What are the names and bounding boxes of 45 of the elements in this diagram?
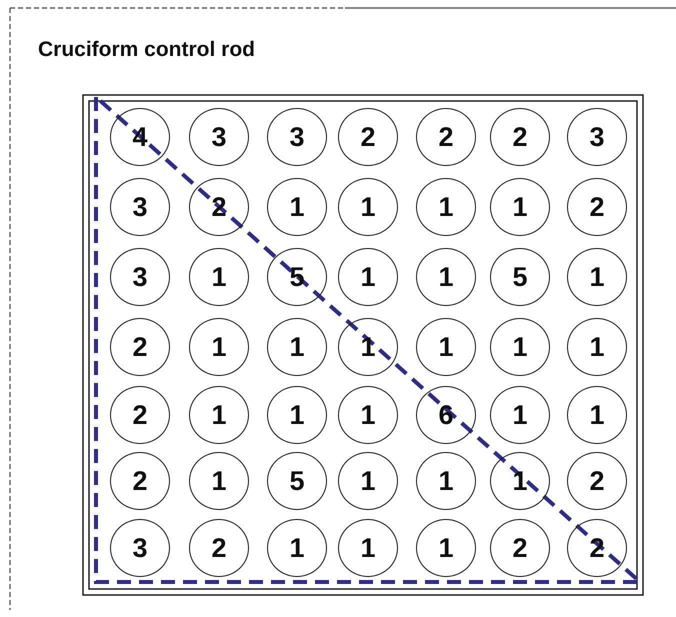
fuel-rod-circle: 2 xyxy=(567,178,627,236)
fuel-rod-circle: 1 xyxy=(267,386,327,444)
fuel-rod-circle: 2 xyxy=(110,452,170,510)
fuel-rod-circle: 1 xyxy=(189,248,249,306)
fuel-rod-circle: 1 xyxy=(490,318,550,376)
fuel-rod-circle: 1 xyxy=(490,386,550,444)
fuel-rod-circle: 1 xyxy=(567,248,627,306)
fuel-rod-circle: 1 xyxy=(267,178,327,236)
fuel-rod-circle: 1 xyxy=(567,318,627,376)
fuel-rod-circle: 1 xyxy=(490,452,550,510)
fuel-rod-circle: 1 xyxy=(416,248,476,306)
fuel-rod-circle: 1 xyxy=(338,519,398,577)
fuel-rod-circle: 2 xyxy=(490,519,550,577)
fuel-rod-circle: 1 xyxy=(416,318,476,376)
fuel-rod-circle: 5 xyxy=(490,248,550,306)
fuel-rod-circle: 1 xyxy=(567,386,627,444)
title: Cruciform control rod xyxy=(38,38,256,62)
fuel-rod-circle: 2 xyxy=(189,519,249,577)
fuel-rod-circle: 2 xyxy=(110,386,170,444)
fuel-rod-circle: 1 xyxy=(189,318,249,376)
fuel-rod-circle: 2 xyxy=(567,452,627,510)
fuel-rod-circle: 1 xyxy=(416,178,476,236)
fuel-rod-circle: 3 xyxy=(567,108,627,166)
fuel-rod-circle: 1 xyxy=(189,452,249,510)
fuel-rod-circle: 1 xyxy=(338,178,398,236)
fuel-rod-circle: 1 xyxy=(416,452,476,510)
fuel-rod-circle: 1 xyxy=(189,386,249,444)
fuel-rod-circle: 2 xyxy=(338,108,398,166)
fuel-rod-circle: 3 xyxy=(110,178,170,236)
fuel-rod-circle: 2 xyxy=(110,318,170,376)
fuel-rod-circle: 1 xyxy=(338,452,398,510)
fuel-rod-circle: 3 xyxy=(189,108,249,166)
fuel-rod-circle: 3 xyxy=(110,248,170,306)
fuel-rod-circle: 5 xyxy=(267,452,327,510)
fuel-rod-circle: 1 xyxy=(338,248,398,306)
fuel-rod-circle: 3 xyxy=(267,108,327,166)
fuel-rod-circle: 1 xyxy=(338,386,398,444)
fuel-rod-circle: 1 xyxy=(490,178,550,236)
fuel-rod-circle: 1 xyxy=(416,519,476,577)
fuel-rod-circle: 1 xyxy=(338,318,398,376)
fuel-rod-circle: 1 xyxy=(267,519,327,577)
fuel-rod-circle: 2 xyxy=(490,108,550,166)
fuel-rod-circle: 2 xyxy=(416,108,476,166)
fuel-rod-circle: 3 xyxy=(110,519,170,577)
fuel-rod-circle: 1 xyxy=(267,318,327,376)
